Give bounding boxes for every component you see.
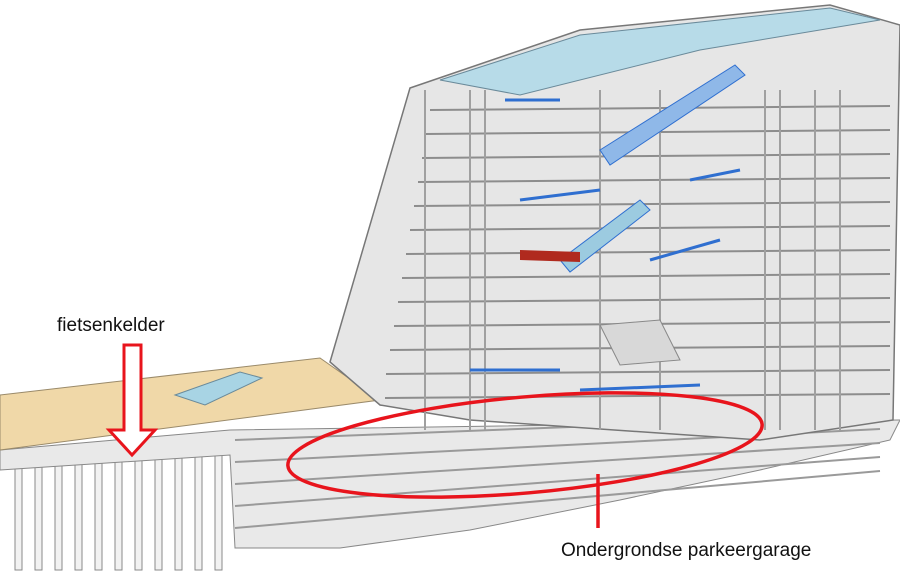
floor-slab xyxy=(413,201,891,207)
garage-slab xyxy=(234,442,881,485)
foundation-piles xyxy=(14,454,223,571)
garage-slab xyxy=(234,470,881,529)
duct xyxy=(689,168,741,182)
duct xyxy=(579,383,701,392)
escalator xyxy=(599,64,746,166)
foundation-pile xyxy=(74,454,83,571)
duct xyxy=(519,188,601,202)
foundation-pile xyxy=(54,454,63,571)
bike-basement-arrow xyxy=(105,343,159,458)
garage-highlight-ellipse xyxy=(286,391,764,499)
foundation-pile xyxy=(14,454,23,571)
floor-slab xyxy=(417,177,891,183)
garage-slab xyxy=(234,456,881,507)
foundation-pile xyxy=(174,454,183,571)
foundation-pile xyxy=(214,454,223,571)
duct xyxy=(649,238,721,262)
floor-slab xyxy=(397,297,891,303)
foundation-pile xyxy=(134,454,143,571)
roof-glazing xyxy=(439,7,881,96)
foundation-pile xyxy=(114,454,123,571)
garage-floor-slabs xyxy=(234,414,881,529)
red-seating xyxy=(520,250,580,262)
floor-slab xyxy=(409,225,891,231)
escalator xyxy=(559,199,651,273)
blue-ducts xyxy=(470,98,741,392)
floor-slab xyxy=(401,273,891,279)
building-columns xyxy=(424,90,841,430)
parkeergarage-label: Ondergrondse parkeergarage xyxy=(561,540,812,561)
auditorium-seating xyxy=(599,319,681,366)
foundation-pile xyxy=(34,454,43,571)
bike-ramp-opening xyxy=(173,371,264,406)
fietsenkelder-label: fietsenkelder xyxy=(57,315,165,336)
floor-slab xyxy=(421,153,891,159)
building-floors xyxy=(384,105,891,399)
foundation-pile xyxy=(94,454,103,571)
floor-slab xyxy=(405,249,891,255)
foundation-pile xyxy=(154,454,163,571)
foundation-pile xyxy=(194,454,203,571)
